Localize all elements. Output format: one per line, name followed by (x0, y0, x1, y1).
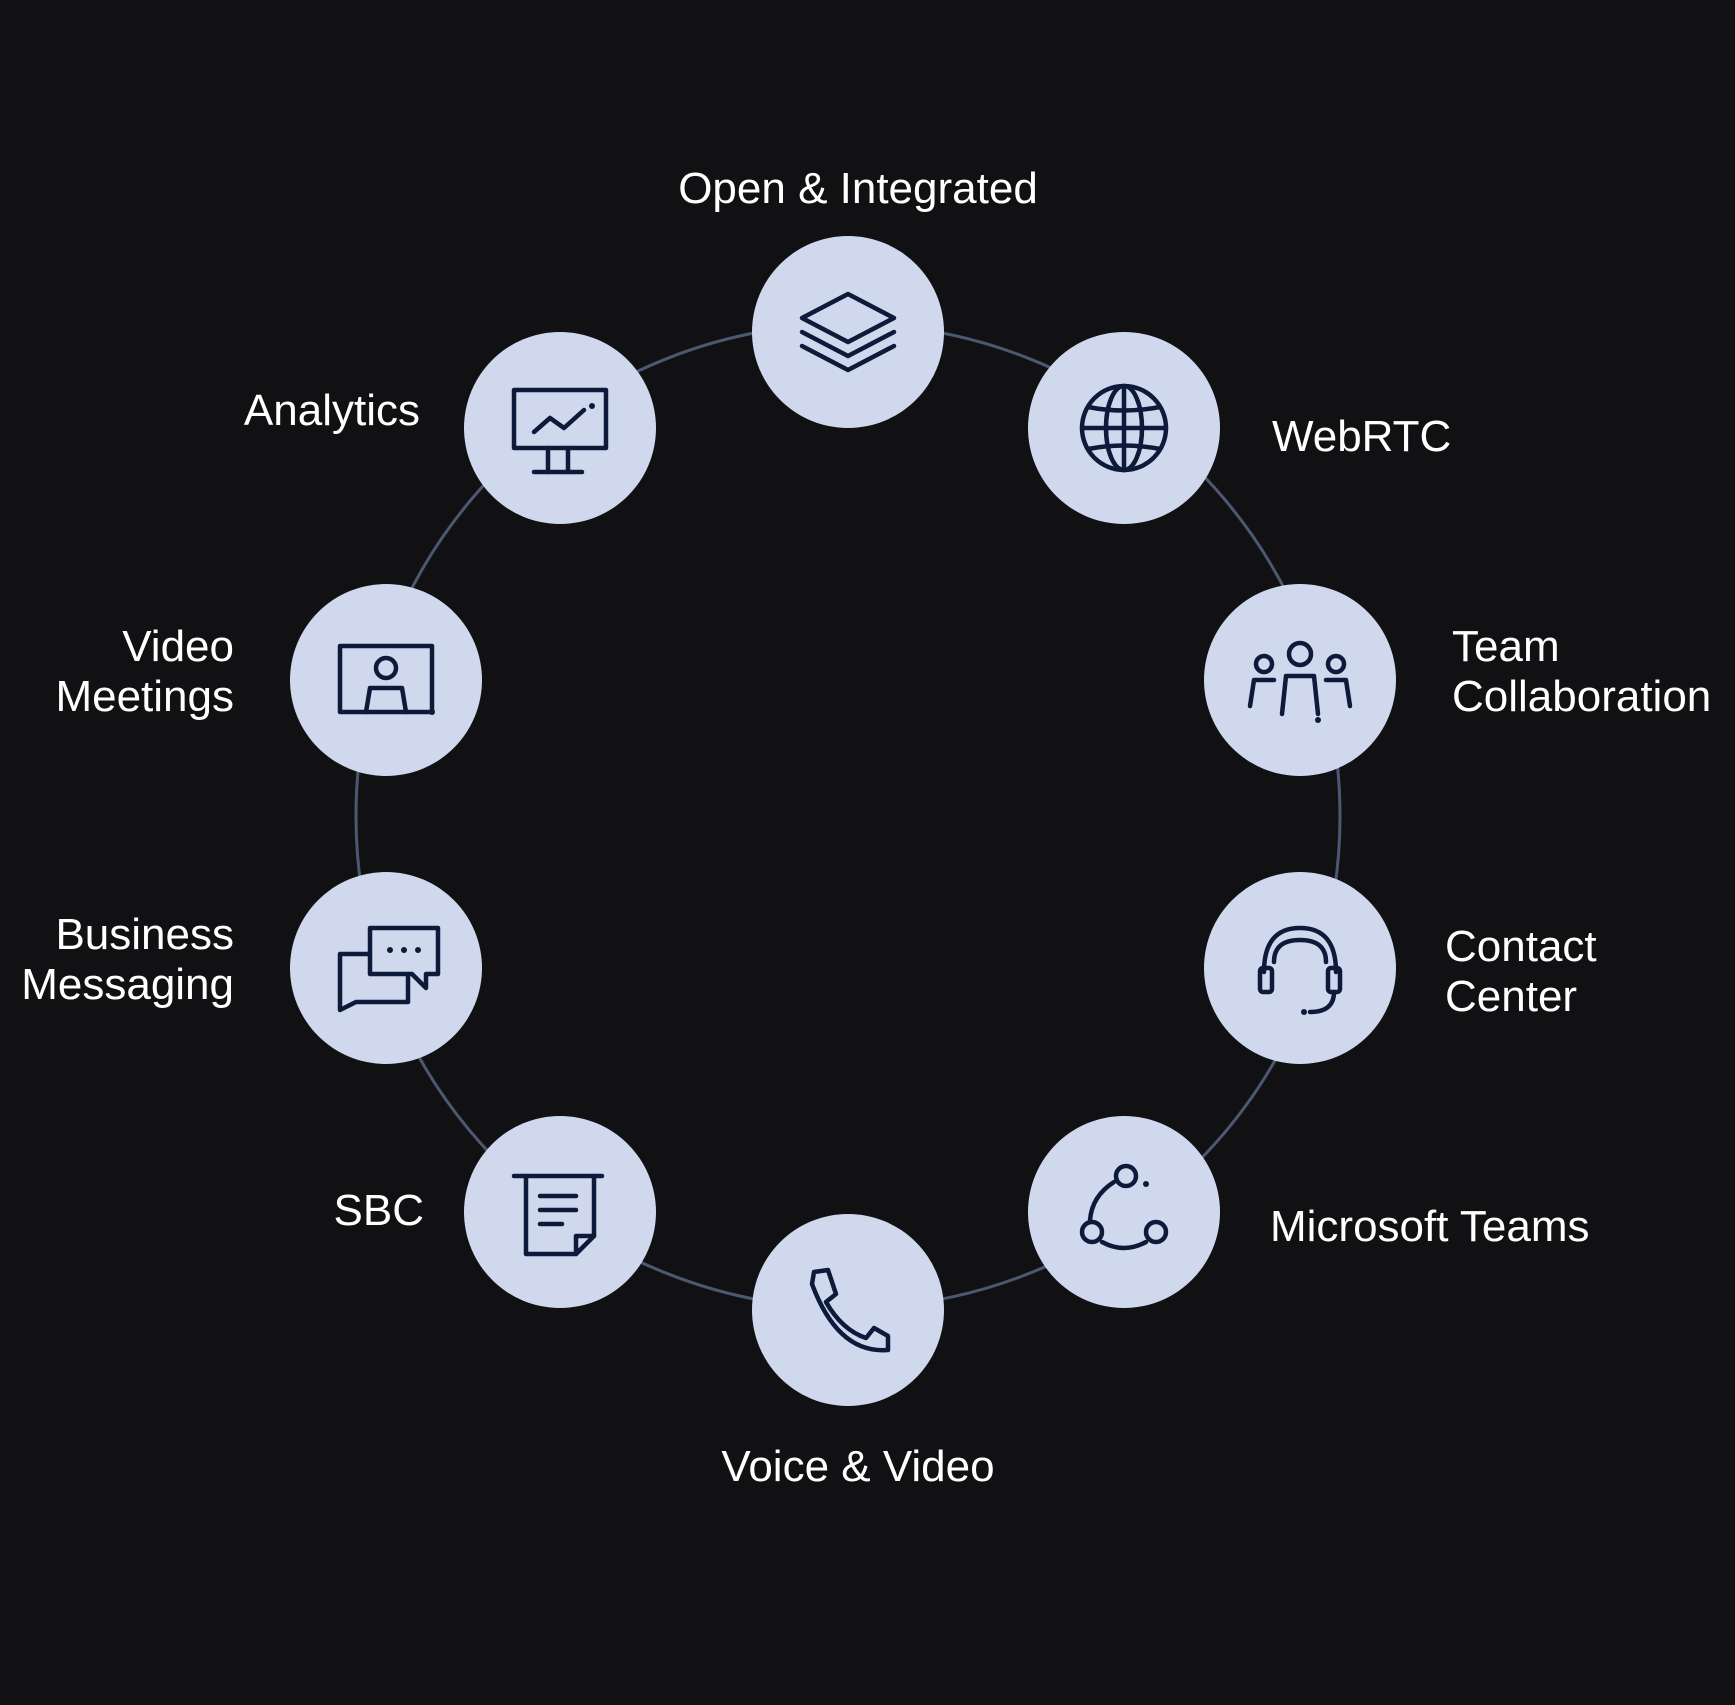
label-voice-video: Voice & Video (721, 1442, 995, 1491)
document-icon (511, 1173, 605, 1257)
label-team-collaboration: Team Collaboration (1452, 622, 1712, 721)
phone-icon (809, 1267, 891, 1353)
label-analytics: Analytics (243, 386, 420, 435)
node-microsoft-teams (1028, 1116, 1220, 1308)
headset-icon (1257, 925, 1343, 1015)
label-open-integrated: Open & Integrated (678, 164, 1038, 213)
node-sbc (464, 1116, 656, 1308)
label-business-messaging: Business Messaging (21, 910, 234, 1009)
node-voice-video (752, 1214, 944, 1406)
node-business-messaging (290, 872, 482, 1064)
node-team-collaboration (1204, 584, 1396, 776)
chat-bubbles-icon (337, 925, 441, 1013)
node-webrtc (1028, 332, 1220, 524)
label-sbc: SBC (333, 1186, 424, 1235)
label-contact-center: Contact Center (1445, 922, 1597, 1021)
team-icon (1247, 640, 1353, 723)
network-icon (1079, 1163, 1169, 1251)
node-open-integrated (752, 236, 944, 428)
label-webrtc: WebRTC (1272, 412, 1452, 461)
node-analytics (464, 332, 656, 524)
presentation-chart-icon (511, 387, 609, 475)
layers-icon (799, 291, 897, 373)
globe-icon (1079, 383, 1169, 473)
node-contact-center (1204, 872, 1396, 1064)
label-video-meetings: Video Meetings (55, 622, 234, 721)
label-microsoft-teams: Microsoft Teams (1270, 1202, 1590, 1251)
video-meeting-icon (337, 643, 435, 715)
node-video-meetings (290, 584, 482, 776)
